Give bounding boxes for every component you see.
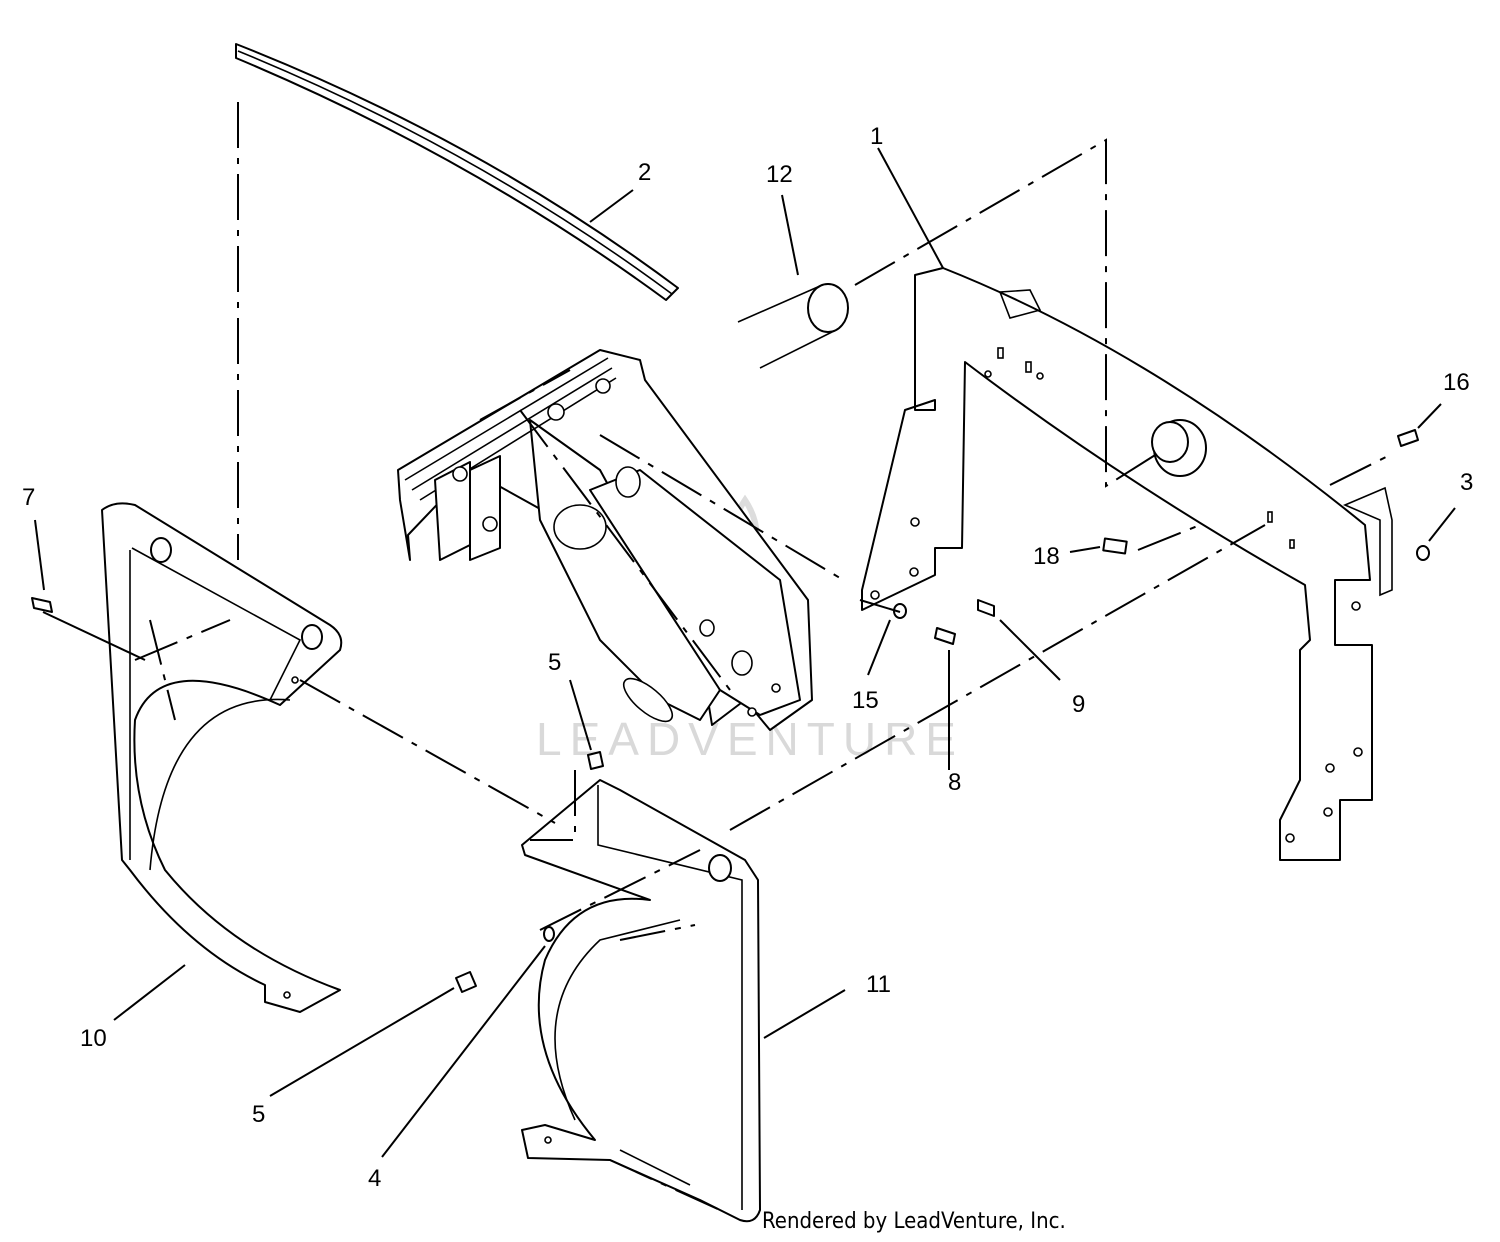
part-8-bolt [934, 627, 956, 645]
callout-5-lower: 5 [252, 1101, 265, 1128]
callout-2: 2 [638, 159, 651, 186]
callout-7: 7 [22, 484, 35, 511]
callout-8: 8 [948, 769, 961, 796]
part-2-seal-strip [235, 43, 679, 301]
part-10-left-shroud [101, 502, 343, 1013]
part-11-right-shroud [521, 779, 761, 1223]
callout-16: 16 [1443, 369, 1470, 396]
watermark-text: LEADVENTURE [536, 713, 964, 765]
hardware [31, 429, 1430, 993]
callout-15: 15 [852, 687, 879, 714]
part-1-main-panel [861, 267, 1393, 861]
part-12-tube [737, 283, 849, 369]
part-7-bolt [31, 597, 53, 613]
callout-12: 12 [766, 161, 793, 188]
callout-1: 1 [870, 123, 883, 150]
render-credit: Rendered by LeadVenture, Inc. [762, 1209, 1066, 1234]
part-16-bolt [1397, 429, 1419, 447]
part-5-nut-upper [587, 751, 604, 770]
callout-9: 9 [1072, 691, 1085, 718]
part-3-nut [1416, 545, 1430, 561]
center-bracket-assembly [397, 349, 813, 731]
callout-18: 18 [1033, 543, 1060, 570]
part-5-nut-lower [455, 971, 477, 993]
callout-4: 4 [368, 1165, 381, 1192]
part-9-bolt [977, 599, 995, 617]
callout-10: 10 [80, 1025, 107, 1052]
leader-lines [34, 147, 1456, 1158]
part-18-label [1102, 537, 1128, 555]
part-4-washer [543, 926, 555, 942]
callout-3: 3 [1460, 469, 1473, 496]
phantom-lines [134, 102, 1391, 1211]
callout-11: 11 [866, 971, 891, 998]
part-1-boss [1151, 419, 1207, 477]
callout-5-upper: 5 [548, 649, 561, 676]
callouts: 1 2 12 16 3 7 18 15 9 8 5 10 11 5 4 [22, 123, 1473, 1192]
